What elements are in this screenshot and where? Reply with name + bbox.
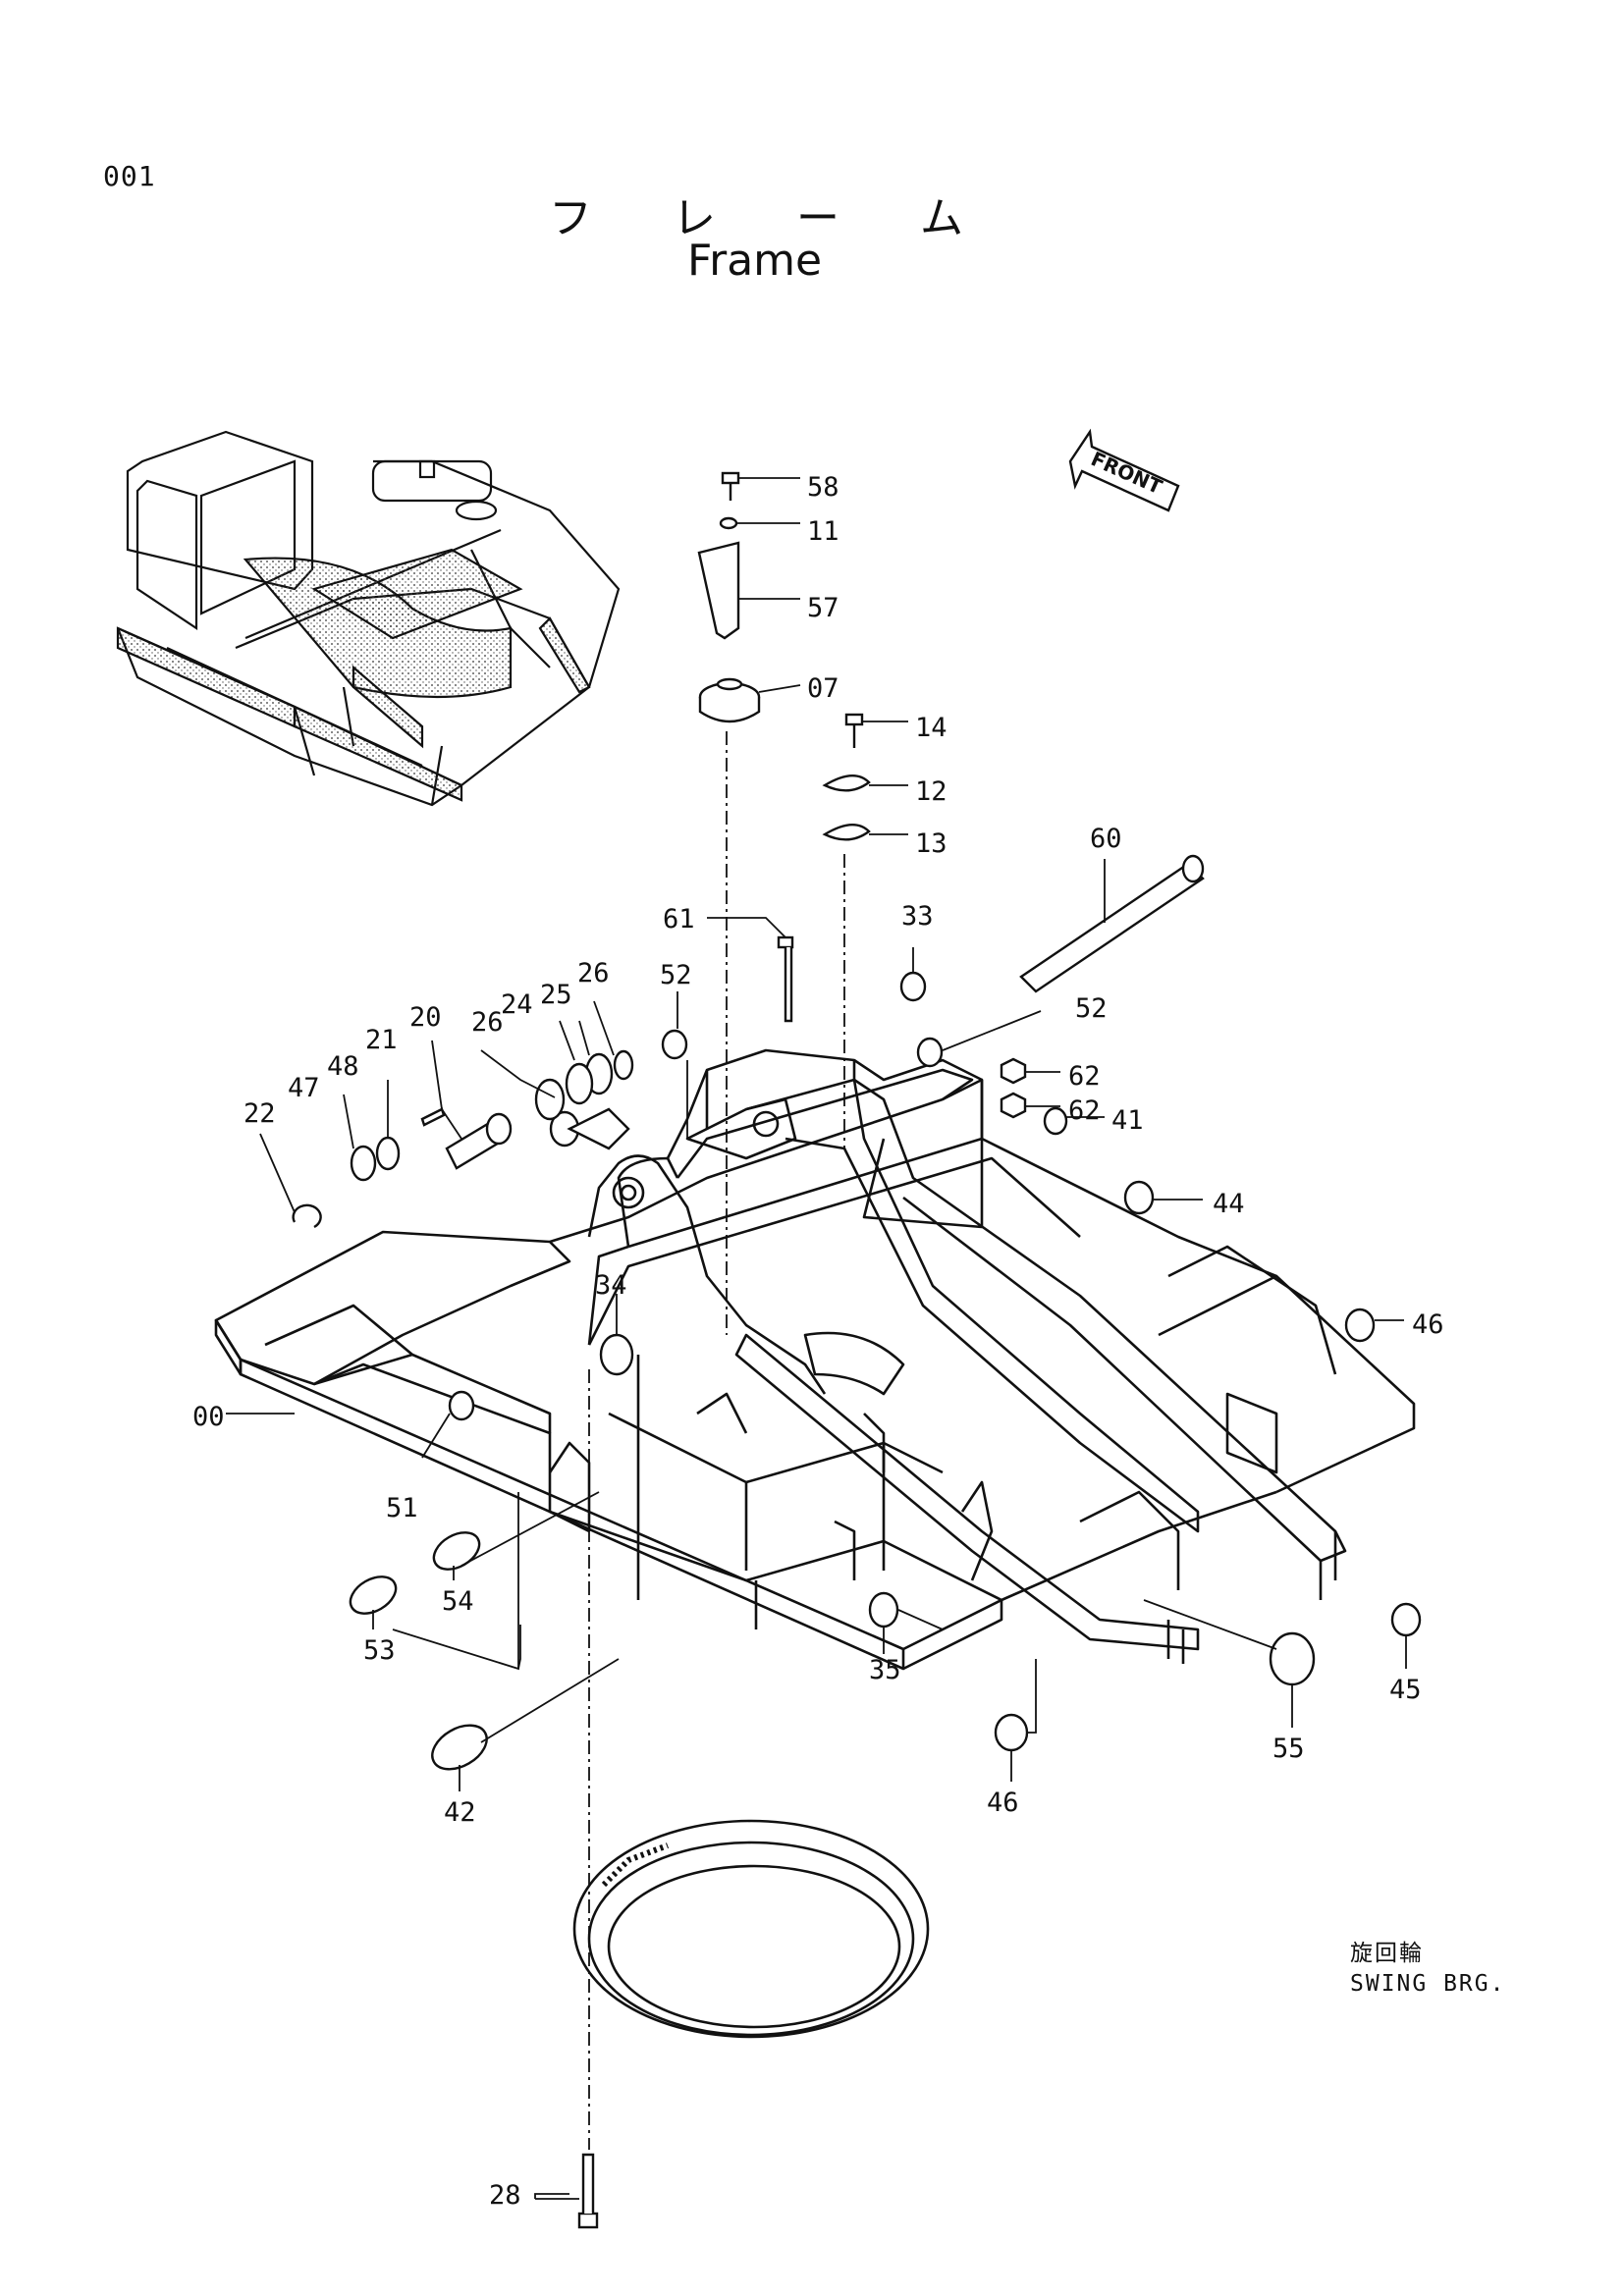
callout-41: 41 bbox=[1111, 1105, 1144, 1136]
nut-62a-icon bbox=[1000, 1057, 1027, 1085]
callout-42: 42 bbox=[444, 1797, 476, 1828]
bracket-57-icon bbox=[697, 541, 740, 640]
washer-48-icon bbox=[375, 1136, 401, 1171]
cushion-53-icon bbox=[349, 1575, 398, 1615]
mount-34-icon bbox=[599, 1333, 634, 1376]
plate-12-icon bbox=[822, 774, 871, 792]
bushing-41-icon bbox=[1043, 1106, 1068, 1136]
callout-33: 33 bbox=[901, 901, 934, 932]
callout-21: 21 bbox=[365, 1025, 398, 1055]
callout-52b: 52 bbox=[1075, 993, 1108, 1024]
excavator-inset-illustration bbox=[116, 430, 621, 807]
mount-35-icon bbox=[868, 1591, 899, 1629]
callout-52a: 52 bbox=[660, 960, 692, 990]
callout-26a: 26 bbox=[577, 958, 610, 988]
callout-11: 11 bbox=[807, 516, 839, 547]
callout-46b: 46 bbox=[987, 1788, 1019, 1818]
front-arrow-icon: FRONT bbox=[1068, 428, 1180, 512]
pin-21-icon bbox=[420, 1107, 446, 1127]
bolt-28-icon bbox=[577, 2212, 599, 2229]
spacer-24-icon bbox=[565, 1062, 594, 1105]
bushing-52a-icon bbox=[661, 1029, 688, 1060]
bushing-52b-icon bbox=[916, 1037, 944, 1068]
bolt-14-icon bbox=[844, 713, 864, 726]
callout-28: 28 bbox=[489, 2180, 521, 2211]
page-number: 001 bbox=[103, 160, 156, 192]
mount-46a-icon bbox=[1344, 1308, 1376, 1343]
callout-26b: 26 bbox=[471, 1007, 504, 1038]
callout-14: 14 bbox=[915, 713, 947, 743]
callout-44: 44 bbox=[1213, 1189, 1245, 1219]
callout-22: 22 bbox=[244, 1098, 276, 1129]
callout-07: 07 bbox=[807, 673, 839, 704]
callout-47: 47 bbox=[288, 1073, 320, 1103]
callout-13: 13 bbox=[915, 828, 947, 859]
callout-labels: 58 11 57 07 14 12 13 60 61 33 52 52 62 6… bbox=[192, 472, 1444, 2211]
washer-11-icon bbox=[719, 516, 738, 530]
bolt-58-icon bbox=[721, 471, 740, 485]
callout-35: 35 bbox=[869, 1655, 901, 1685]
mount-45-icon bbox=[1390, 1602, 1422, 1637]
mount-44-icon bbox=[1123, 1180, 1155, 1215]
callout-60: 60 bbox=[1090, 824, 1122, 854]
snap-ring-22-icon bbox=[292, 1203, 322, 1229]
spacer-26b-icon bbox=[534, 1078, 566, 1121]
swing-bearing-ring bbox=[572, 1819, 930, 2039]
callout-45: 45 bbox=[1389, 1675, 1422, 1705]
nut-62b-icon bbox=[1000, 1092, 1027, 1119]
callout-62a: 62 bbox=[1068, 1061, 1101, 1092]
pin-60-icon bbox=[1019, 862, 1205, 993]
callout-58: 58 bbox=[807, 472, 839, 503]
title-english: Frame bbox=[687, 236, 823, 286]
washer-47-icon bbox=[350, 1145, 377, 1182]
callout-46a: 46 bbox=[1412, 1309, 1444, 1340]
title-japanese: フ レ ー ム bbox=[549, 193, 997, 243]
mount-46b-icon bbox=[994, 1713, 1029, 1752]
callout-24: 24 bbox=[501, 989, 533, 1020]
exploded-parts bbox=[292, 471, 1422, 2229]
upper-frame-structure bbox=[214, 1048, 1416, 1671]
callout-25: 25 bbox=[540, 980, 572, 1010]
callout-62b: 62 bbox=[1068, 1095, 1101, 1126]
callout-55: 55 bbox=[1272, 1734, 1305, 1764]
callout-51: 51 bbox=[386, 1493, 418, 1523]
mount-55-icon bbox=[1269, 1631, 1316, 1686]
plate-13-icon bbox=[822, 824, 871, 841]
callout-34: 34 bbox=[595, 1270, 627, 1301]
callout-57: 57 bbox=[807, 593, 839, 623]
callout-54: 54 bbox=[442, 1586, 474, 1617]
callout-20: 20 bbox=[409, 1002, 442, 1033]
swing-bearing-label-en: SWING BRG. bbox=[1350, 1971, 1506, 1997]
cushion-42-icon bbox=[431, 1724, 488, 1771]
callout-48: 48 bbox=[327, 1051, 359, 1082]
cushion-54-icon bbox=[432, 1531, 481, 1571]
bolt-61-icon bbox=[777, 935, 794, 949]
callout-00: 00 bbox=[192, 1402, 225, 1432]
callout-61: 61 bbox=[663, 904, 695, 934]
callout-53: 53 bbox=[363, 1635, 396, 1666]
bushing-33-icon bbox=[899, 971, 927, 1002]
swing-bearing-label-jp: 旋回輪 bbox=[1350, 1941, 1424, 1966]
leader-lines bbox=[226, 477, 1407, 2200]
callout-12: 12 bbox=[915, 776, 947, 807]
bushing-51-icon bbox=[448, 1390, 475, 1421]
